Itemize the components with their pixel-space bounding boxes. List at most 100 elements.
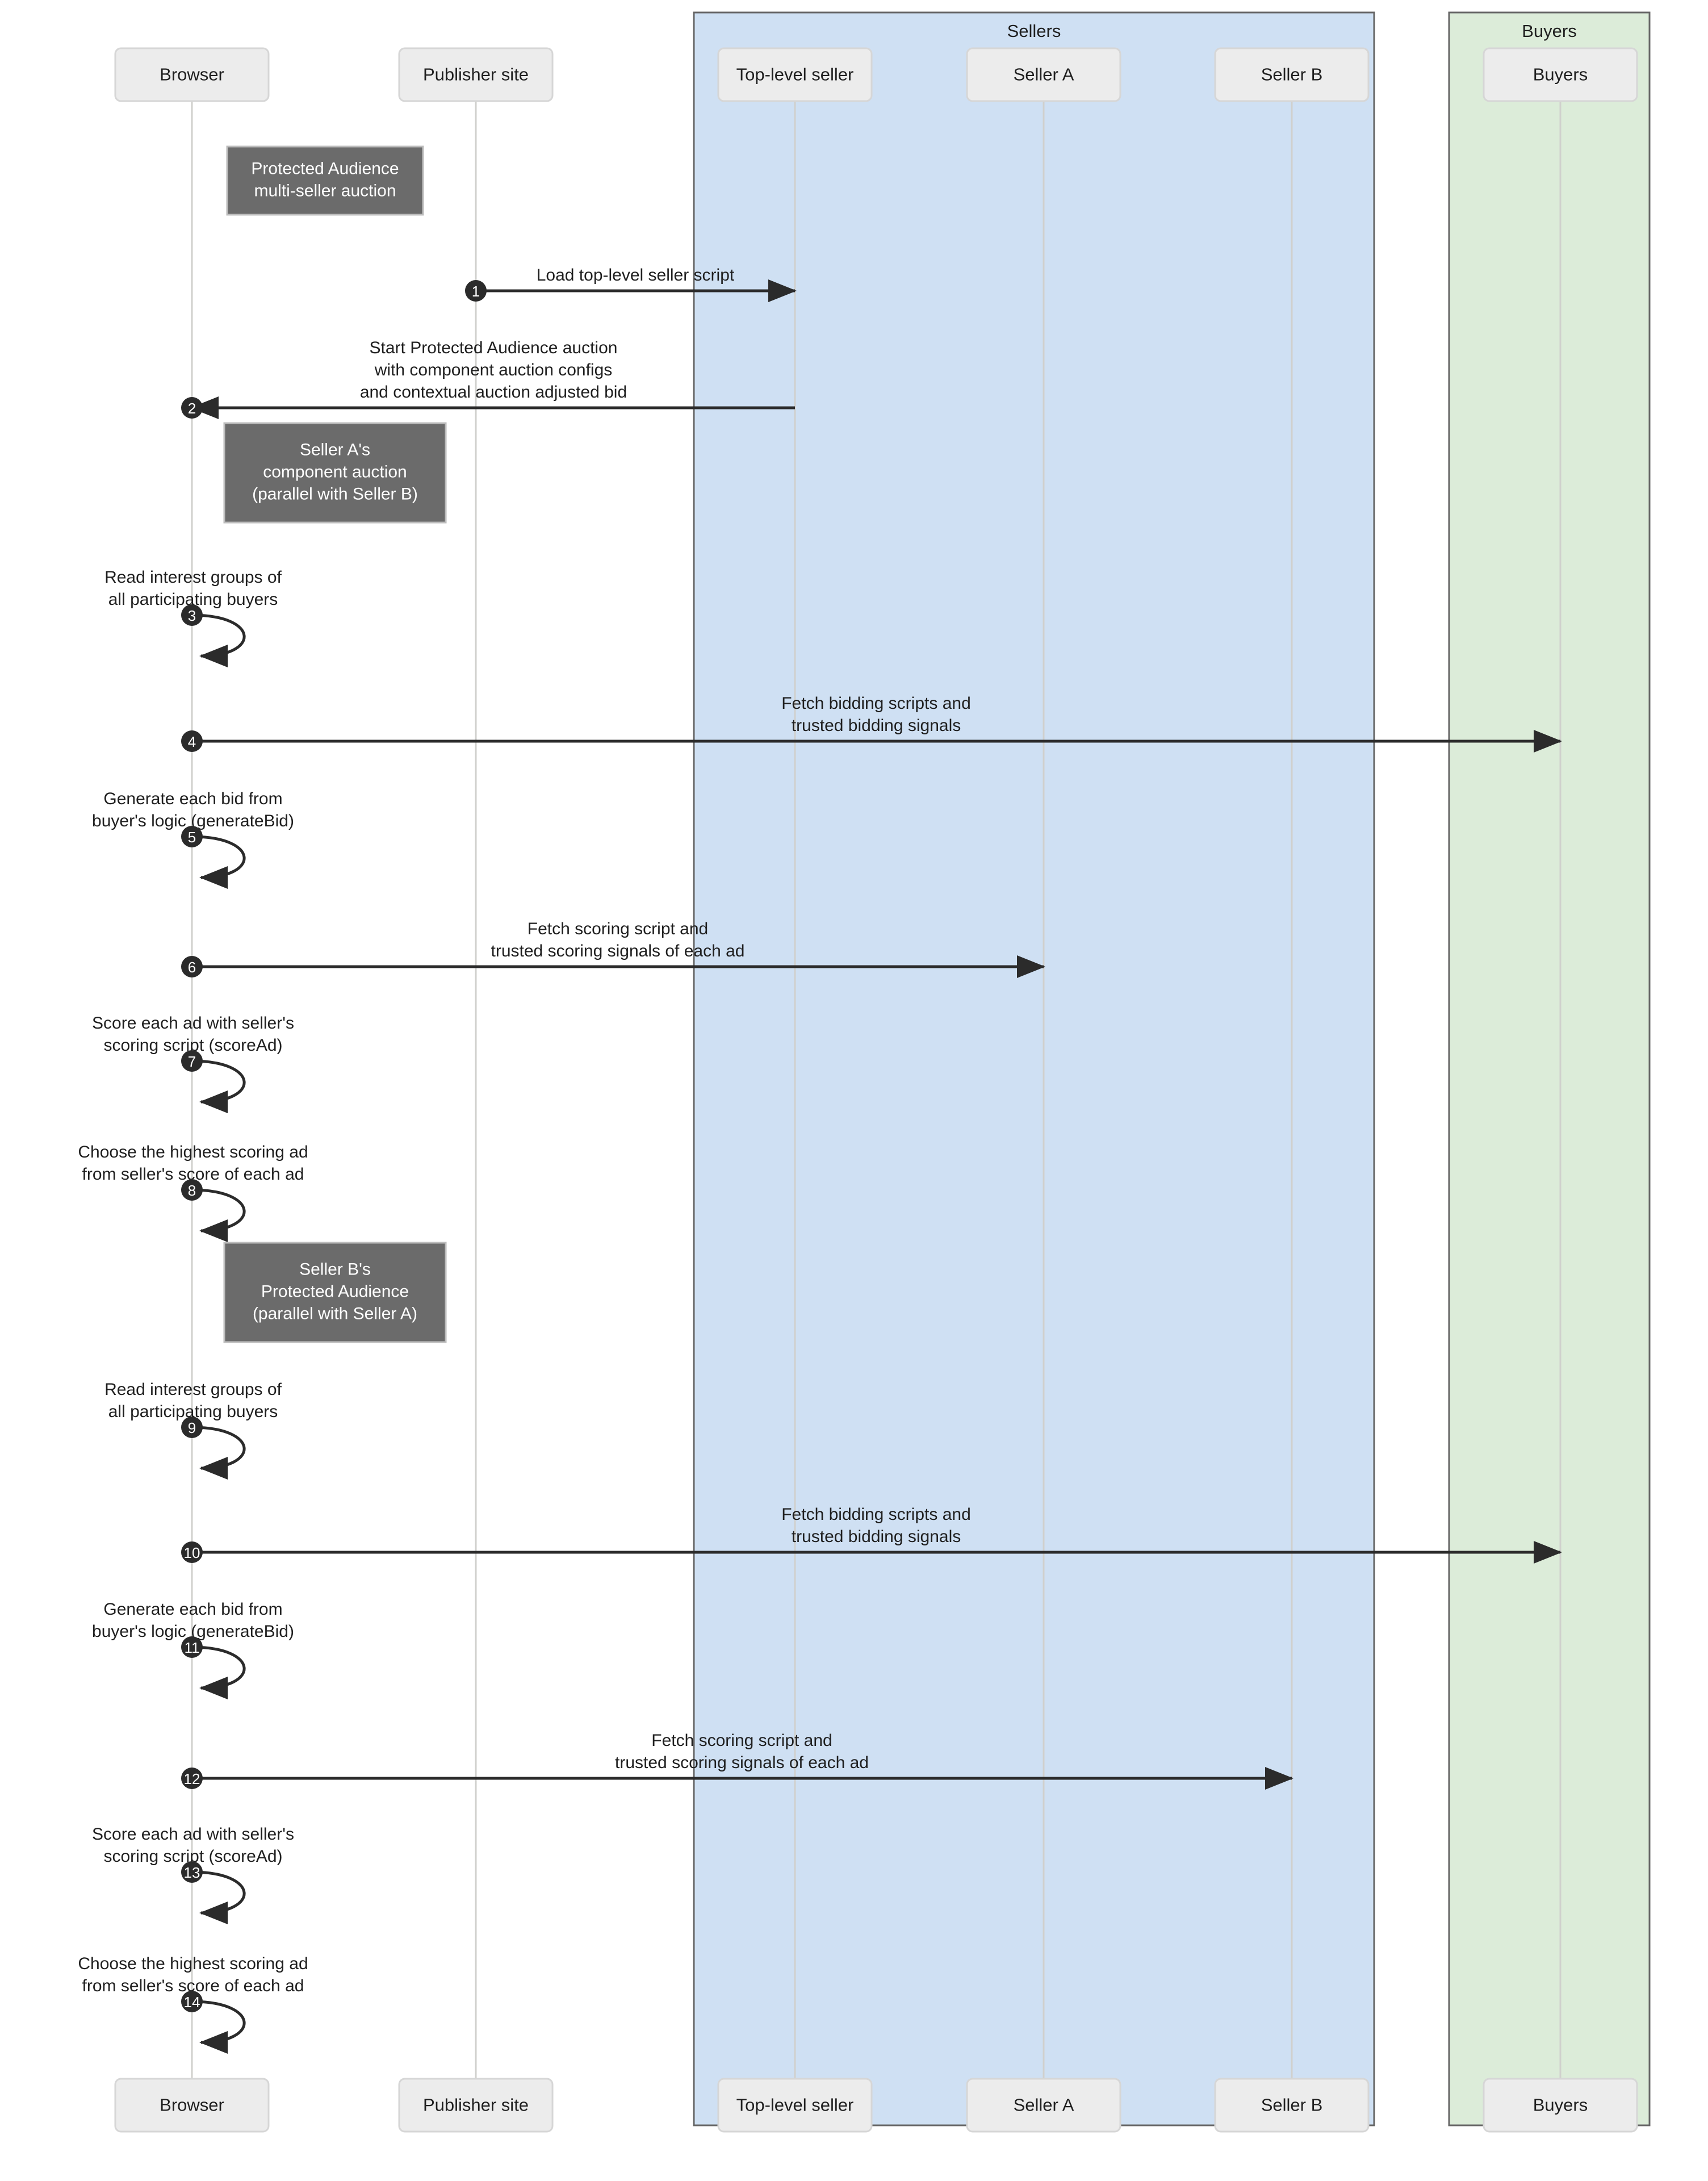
message-2[interactable]: Start Protected Audience auction with com… <box>181 339 795 419</box>
message-label-4: Fetch bidding scripts and <box>781 694 971 713</box>
note-note-sellerA: Seller A's component auction (parallel wit… <box>223 422 447 524</box>
group-box-sellers <box>693 11 1375 2126</box>
actor-label-browser-bottom: Browser <box>160 2095 224 2115</box>
step-number-6: 6 <box>188 959 196 976</box>
message-label-12: Fetch scoring script and <box>651 1731 832 1750</box>
message-label-10: trusted bidding signals <box>792 1527 961 1546</box>
message-label-14: Choose the highest scoring ad <box>78 1954 308 1973</box>
lifelines <box>191 101 1562 2079</box>
step-badge-2 <box>181 397 203 419</box>
group-box-buyers <box>1448 11 1651 2126</box>
actor-box-toplevel-bottom[interactable] <box>717 2078 873 2133</box>
step-badge-13 <box>181 1861 203 1883</box>
step-number-11: 11 <box>185 1639 200 1656</box>
group-label-sellers: Sellers <box>1007 21 1061 41</box>
self-loop-arrow-14 <box>191 2000 246 2054</box>
self-loop-arrow-8 <box>191 1188 246 1242</box>
note-boxes: Protected Audience multi-seller auctionSe… <box>223 145 447 1343</box>
step-number-10: 10 <box>184 1544 200 1561</box>
message-label-1: Load top-level seller script <box>537 266 735 285</box>
step-number-4: 4 <box>188 733 196 750</box>
note-label-note-sellerB: Seller B's <box>299 1260 371 1278</box>
message-label-12: trusted scoring signals of each ad <box>615 1753 869 1772</box>
step-badge-1 <box>465 280 487 302</box>
self-loop-arrow-13 <box>191 1870 246 1924</box>
message-label-5: Generate each bid from <box>103 789 282 808</box>
actor-label-sellerA-top: Seller A <box>1014 65 1074 85</box>
note-label-note-sellerA: (parallel with Seller B) <box>252 484 418 503</box>
actor-label-sellerB-top: Seller B <box>1261 65 1323 85</box>
actor-box-toplevel-top[interactable] <box>717 47 873 102</box>
step-badge-7 <box>181 1050 203 1072</box>
step-badge-8 <box>181 1179 203 1201</box>
actor-box-publisher-bottom[interactable] <box>398 2078 554 2133</box>
self-loop-arrow-11 <box>191 1645 246 1699</box>
self-loop-arrow-5 <box>191 835 246 889</box>
step-badge-10 <box>181 1541 203 1563</box>
message-label-8: Choose the highest scoring ad <box>78 1143 308 1161</box>
actor-box-buyersActor-bottom[interactable] <box>1483 2078 1638 2133</box>
actor-label-sellerB-bottom: Seller B <box>1261 2095 1323 2115</box>
actor-label-publisher-bottom: Publisher site <box>423 2095 529 2115</box>
actor-box-sellerA-bottom[interactable] <box>966 2078 1121 2133</box>
message-label-2: Start Protected Audience auction <box>370 339 618 357</box>
note-label-note-multiseller: multi-seller auction <box>254 181 396 200</box>
step-number-1: 1 <box>472 283 480 300</box>
note-label-note-multiseller: Protected Audience <box>251 159 399 178</box>
note-label-note-sellerA: Seller A's <box>300 440 370 459</box>
message-label-7: Score each ad with seller's <box>92 1014 294 1033</box>
step-number-3: 3 <box>188 607 196 624</box>
self-loop-arrow-7 <box>191 1059 246 1113</box>
message-label-6: Fetch scoring script and <box>528 920 708 938</box>
actor-label-publisher-top: Publisher site <box>423 65 529 85</box>
actor-box-sellerB-top[interactable] <box>1214 47 1370 102</box>
actor-label-toplevel-top: Top-level seller <box>736 65 854 85</box>
note-box-note-sellerB <box>223 1242 447 1343</box>
actor-box-sellerA-top[interactable] <box>966 47 1121 102</box>
step-badge-5 <box>181 826 203 847</box>
step-number-2: 2 <box>188 400 196 417</box>
actor-boxes-top: Browser Publisher site Top-level seller Sel… <box>114 47 1638 102</box>
step-number-12: 12 <box>184 1770 200 1787</box>
actor-box-publisher-top[interactable] <box>398 47 554 102</box>
note-label-note-sellerB: (parallel with Seller A) <box>253 1304 417 1323</box>
message-12[interactable]: Fetch scoring script and trusted scoring … <box>181 1731 1294 1790</box>
message-label-2: with component auction configs <box>374 361 613 379</box>
step-badge-12 <box>181 1768 203 1789</box>
actor-box-sellerB-bottom[interactable] <box>1214 2078 1370 2133</box>
actor-label-buyersActor-top: Buyers <box>1533 65 1588 85</box>
note-label-note-sellerB: Protected Audience <box>261 1282 409 1301</box>
step-number-9: 9 <box>188 1419 196 1436</box>
actor-box-buyersActor-top[interactable] <box>1483 47 1638 102</box>
actor-label-browser-top: Browser <box>160 65 224 85</box>
actor-box-browser-top[interactable] <box>114 47 270 102</box>
step-number-7: 7 <box>188 1053 196 1070</box>
message-label-2: and contextual auction adjusted bid <box>360 383 627 402</box>
self-loop-arrow-3 <box>191 613 246 667</box>
message-label-13: Score each ad with seller's <box>92 1825 294 1844</box>
message-label-11: Generate each bid from <box>103 1600 282 1619</box>
actor-label-toplevel-bottom: Top-level seller <box>736 2095 854 2115</box>
note-label-note-sellerA: component auction <box>263 462 407 481</box>
actor-box-browser-bottom[interactable] <box>114 2078 270 2133</box>
note-box-note-sellerA <box>223 422 447 524</box>
step-number-14: 14 <box>184 1994 200 2011</box>
message-1[interactable]: Load top-level seller script 1 <box>465 266 797 302</box>
actor-label-buyersActor-bottom: Buyers <box>1533 2095 1588 2115</box>
step-badge-4 <box>181 730 203 752</box>
